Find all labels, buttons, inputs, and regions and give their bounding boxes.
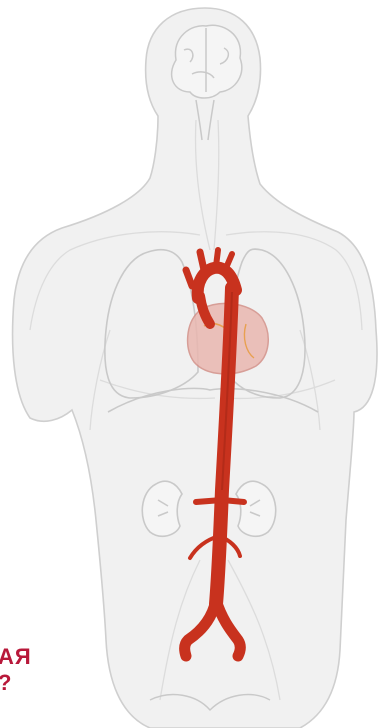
cropped-caption-line-2: ?	[0, 672, 12, 694]
cropped-caption-line-1: АЯ	[0, 646, 32, 668]
body-silhouette	[13, 8, 377, 728]
